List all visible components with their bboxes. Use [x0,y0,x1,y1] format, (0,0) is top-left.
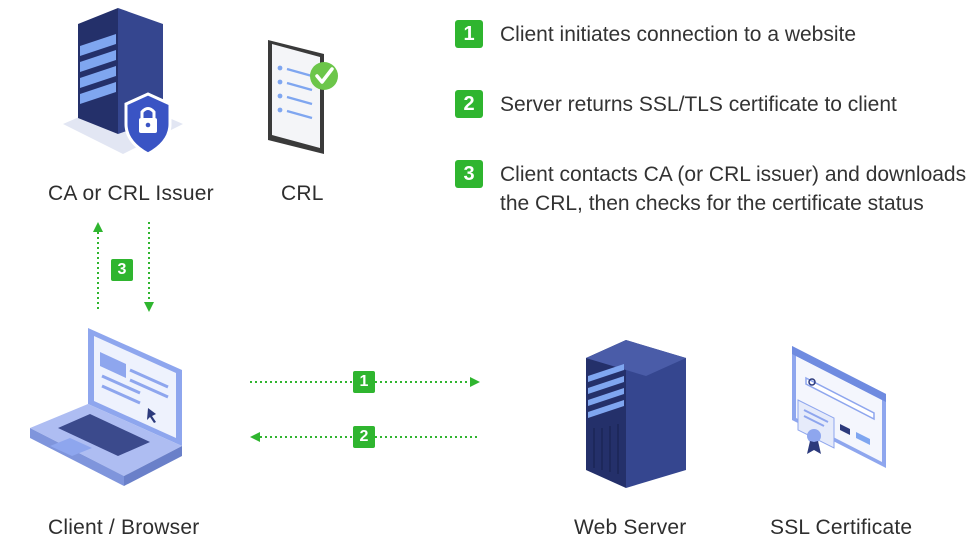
step-3-text: Client contacts CA (or CRL issuer) and d… [500,160,966,218]
web-server-label: Web Server [574,516,687,539]
ssl-certificate-icon [790,344,890,474]
web-server-icon [584,328,688,494]
crl-document-icon [262,36,342,156]
client-browser-label: Client / Browser [48,516,200,539]
step-3-arrow-badge: 3 [111,259,133,281]
step-3-text-line-1: Client contacts CA (or CRL issuer) and d… [500,163,967,186]
step-2-arrow-badge: 2 [353,426,375,448]
step-2-badge: 2 [455,90,483,118]
step-1-badge: 1 [455,20,483,48]
ca-server-icon [58,6,188,166]
step-1-text: Client initiates connection to a website [500,23,857,46]
arrow-down-to-client [141,222,157,312]
ssl-certificate-label: SSL Certificate [770,516,913,539]
step-1: 1 Client initiates connection to a websi… [455,20,856,49]
laptop-icon [30,328,200,493]
step-3-badge: 3 [455,160,483,188]
step-1-arrow-badge: 1 [353,371,375,393]
step-2: 2 Server returns SSL/TLS certificate to … [455,90,897,119]
ca-issuer-label: CA or CRL Issuer [48,182,214,205]
arrow-up-to-ca [90,222,106,312]
crl-label: CRL [281,182,324,205]
step-3: 3 Client contacts CA (or CRL issuer) and… [455,160,966,218]
step-2-text: Server returns SSL/TLS certificate to cl… [500,93,897,116]
step-3-text-line-2: the CRL, then checks for the certificate… [500,192,924,215]
